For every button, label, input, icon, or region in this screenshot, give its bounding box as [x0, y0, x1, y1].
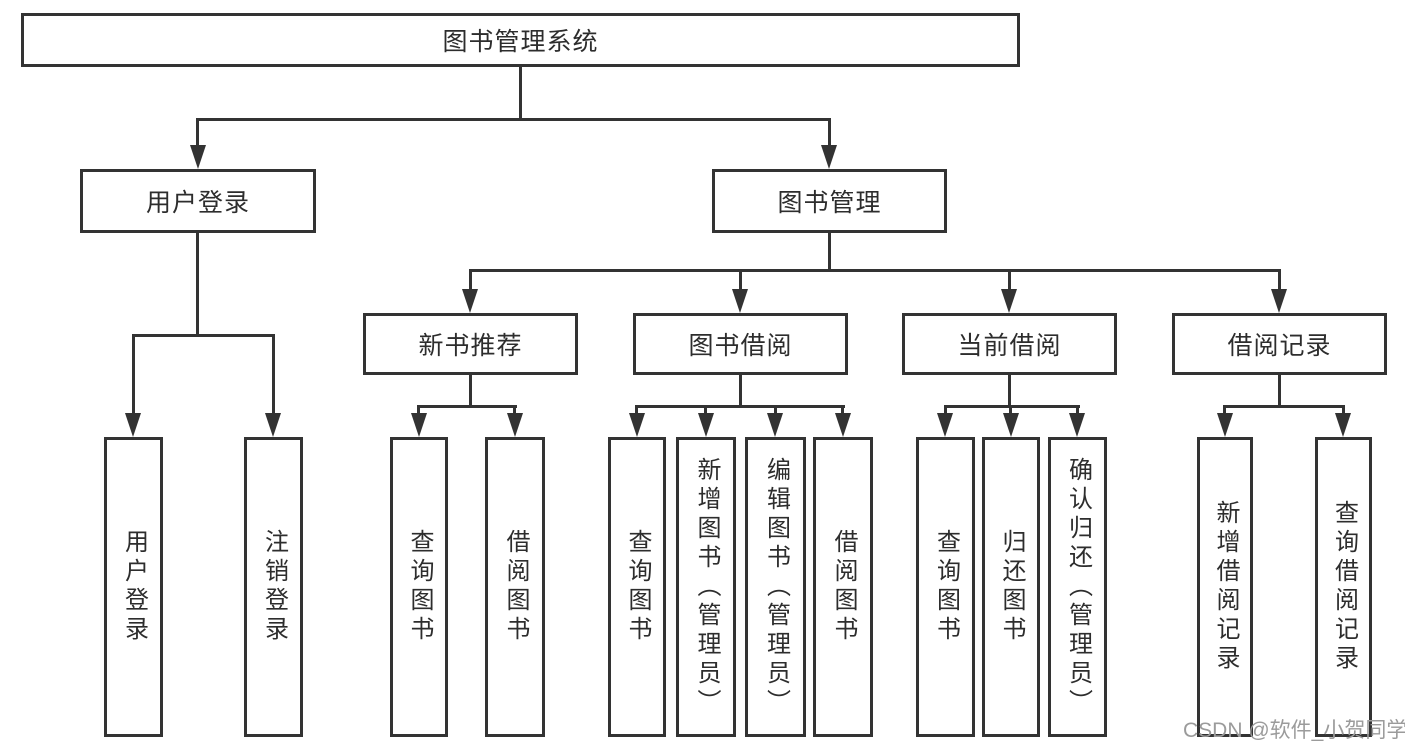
arrow-down-icon — [1069, 413, 1085, 437]
node-current-borrowing: 当前借阅 — [902, 313, 1117, 375]
leaf-label: 归还图书 — [998, 529, 1025, 645]
arrow-down-icon — [1003, 413, 1019, 437]
connector-book-mgmt-stem — [828, 233, 831, 272]
connector-user-login-stem — [196, 233, 199, 337]
csdn-watermark: CSDN @软件_小贺同学 — [1183, 719, 1405, 742]
connector-new-book-stem — [469, 375, 472, 407]
leaf-label: 查询图书 — [932, 529, 960, 645]
arrow-down-icon — [1001, 289, 1017, 313]
leaf-cb-confirm-return-admin: 确认归还（管理员） — [1048, 437, 1107, 737]
node-user-login: 用户登录 — [80, 169, 316, 233]
connector-to-book-borrowing — [739, 269, 742, 292]
arrow-down-icon — [629, 413, 645, 437]
leaf-bb-query-books: 查询图书 — [608, 437, 666, 737]
leaf-label: 查询借阅记录 — [1330, 500, 1358, 674]
leaf-nb-borrow-books: 借阅图书 — [485, 437, 545, 737]
leaf-label: 新增借阅记录 — [1212, 500, 1239, 674]
leaf-user-login: 用户登录 — [104, 437, 163, 737]
connector-borrow-records-stem — [1278, 375, 1281, 407]
leaf-label: 借阅图书 — [830, 529, 857, 645]
connector-to-leaf — [132, 334, 135, 415]
leaf-cb-return-books: 归还图书 — [982, 437, 1040, 737]
leaf-bb-edit-books-admin: 编辑图书（管理员） — [745, 437, 806, 737]
arrow-down-icon — [190, 145, 206, 169]
leaf-bb-borrow-books: 借阅图书 — [813, 437, 873, 737]
arrow-down-icon — [937, 413, 953, 437]
leaf-br-query-record: 查询借阅记录 — [1315, 437, 1372, 737]
arrow-down-icon — [767, 413, 783, 437]
leaf-label: 借阅图书 — [502, 529, 529, 645]
arrow-down-icon — [1271, 289, 1287, 313]
leaf-label: 查询图书 — [624, 529, 651, 645]
connector-book-borrow-stem — [739, 375, 742, 407]
leaf-label: 用户登录 — [120, 529, 148, 645]
leaf-br-add-record: 新增借阅记录 — [1197, 437, 1253, 737]
arrow-down-icon — [462, 289, 478, 313]
node-book-management: 图书管理 — [712, 169, 947, 233]
connector-level2-hline — [469, 269, 1281, 272]
arrow-down-icon — [732, 289, 748, 313]
leaf-label: 新增图书（管理员） — [693, 456, 720, 718]
arrow-down-icon — [698, 413, 714, 437]
leaf-logout: 注销登录 — [244, 437, 303, 737]
arrow-down-icon — [835, 413, 851, 437]
connector-new-book-hline — [417, 405, 517, 408]
node-new-book-recommend: 新书推荐 — [363, 313, 578, 375]
connector-to-new-book-recommend — [469, 269, 472, 292]
connector-to-current-borrowing — [1008, 269, 1011, 292]
arrow-down-icon — [265, 413, 281, 437]
node-book-borrowing: 图书借阅 — [633, 313, 848, 375]
arrow-down-icon — [1217, 413, 1233, 437]
connector-to-book-management — [828, 118, 831, 150]
connector-to-leaf — [272, 334, 275, 415]
node-root: 图书管理系统 — [21, 13, 1020, 67]
connector-to-user-login — [196, 118, 199, 150]
connector-book-borrow-hline — [635, 405, 845, 408]
leaf-label: 确认归还（管理员） — [1064, 456, 1092, 718]
arrow-down-icon — [125, 413, 141, 437]
arrow-down-icon — [821, 145, 837, 169]
leaf-label: 编辑图书（管理员） — [762, 456, 790, 718]
leaf-nb-query-books: 查询图书 — [390, 437, 448, 737]
connector-root-stem — [519, 66, 522, 121]
connector-to-borrowing-records — [1278, 269, 1281, 292]
connector-borrow-records-hline — [1223, 405, 1345, 408]
connector-current-borrow-hline — [944, 405, 1080, 408]
leaf-label: 注销登录 — [260, 529, 288, 645]
leaf-bb-add-books-admin: 新增图书（管理员） — [676, 437, 736, 737]
leaf-label: 查询图书 — [406, 529, 433, 645]
leaf-cb-query-books: 查询图书 — [916, 437, 975, 737]
connector-user-login-hline — [132, 334, 275, 337]
arrow-down-icon — [411, 413, 427, 437]
arrow-down-icon — [507, 413, 523, 437]
arrow-down-icon — [1335, 413, 1351, 437]
connector-current-borrow-stem — [1008, 375, 1011, 407]
node-borrowing-records: 借阅记录 — [1172, 313, 1387, 375]
connector-level1-hline — [196, 118, 831, 121]
